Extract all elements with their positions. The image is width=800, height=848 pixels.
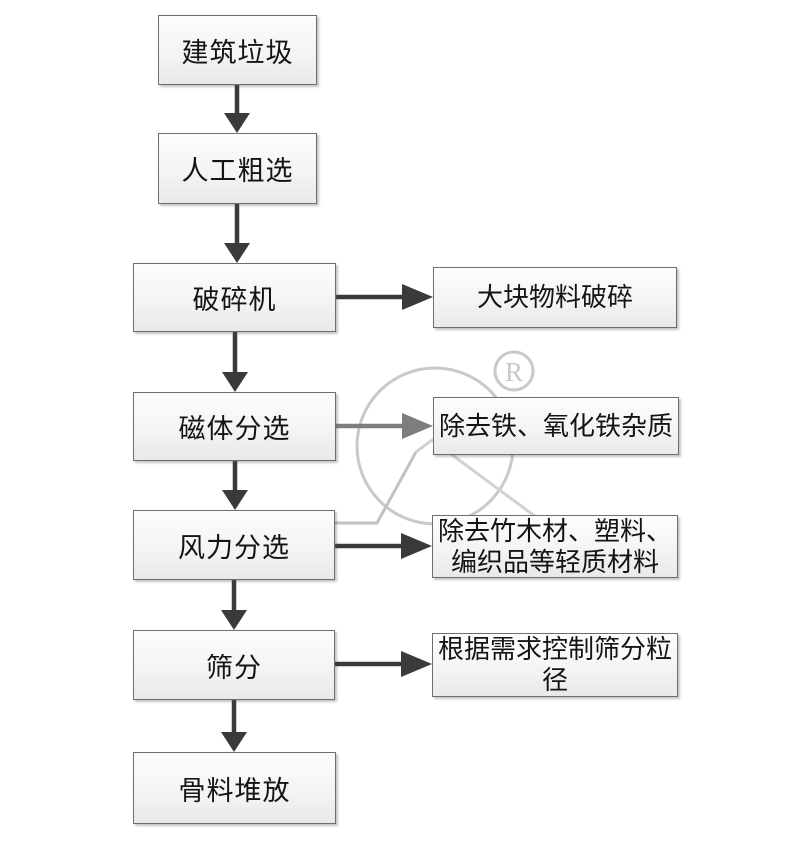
node-label: 破碎机 xyxy=(192,285,277,315)
horizontal-arrows xyxy=(335,284,433,677)
node-air-separation: 风力分选 xyxy=(133,510,335,580)
node-label-line1: 除去竹木材、塑料、 xyxy=(437,516,672,546)
node-large-material-crushing: 大块物料破碎 xyxy=(433,267,677,328)
node-label: 人工粗选 xyxy=(181,156,294,186)
node-label: 筛分 xyxy=(206,652,262,683)
node-label: 建筑垃圾 xyxy=(181,37,294,68)
node-label: 风力分选 xyxy=(178,532,290,563)
registered-mark-letter: R xyxy=(505,357,523,387)
node-control-particle-size: 根据需求控制筛分粒 径 xyxy=(432,633,678,697)
node-screening: 筛分 xyxy=(133,630,335,700)
node-label: 除去铁、氧化铁杂质 xyxy=(438,411,673,441)
node-magnetic-separation: 磁体分选 xyxy=(133,392,336,461)
node-manual-rough-sorting: 人工粗选 xyxy=(158,133,317,204)
node-label: 骨料堆放 xyxy=(178,775,291,806)
node-label-line2: 编织品等轻质材料 xyxy=(450,547,659,577)
node-remove-iron-impurities: 除去铁、氧化铁杂质 xyxy=(433,397,679,455)
node-label-line2: 径 xyxy=(541,666,568,695)
node-label: 大块物料破碎 xyxy=(476,283,633,312)
node-remove-light-materials: 除去竹木材、塑料、 编织品等轻质材料 xyxy=(432,515,678,578)
node-construction-waste: 建筑垃圾 xyxy=(158,15,317,85)
registered-mark-circle xyxy=(493,350,535,392)
node-aggregate-stacking: 骨料堆放 xyxy=(133,752,336,824)
node-label-line1: 根据需求控制筛分粒 xyxy=(437,635,672,664)
node-label: 磁体分选 xyxy=(178,414,291,444)
node-crusher: 破碎机 xyxy=(133,263,336,332)
